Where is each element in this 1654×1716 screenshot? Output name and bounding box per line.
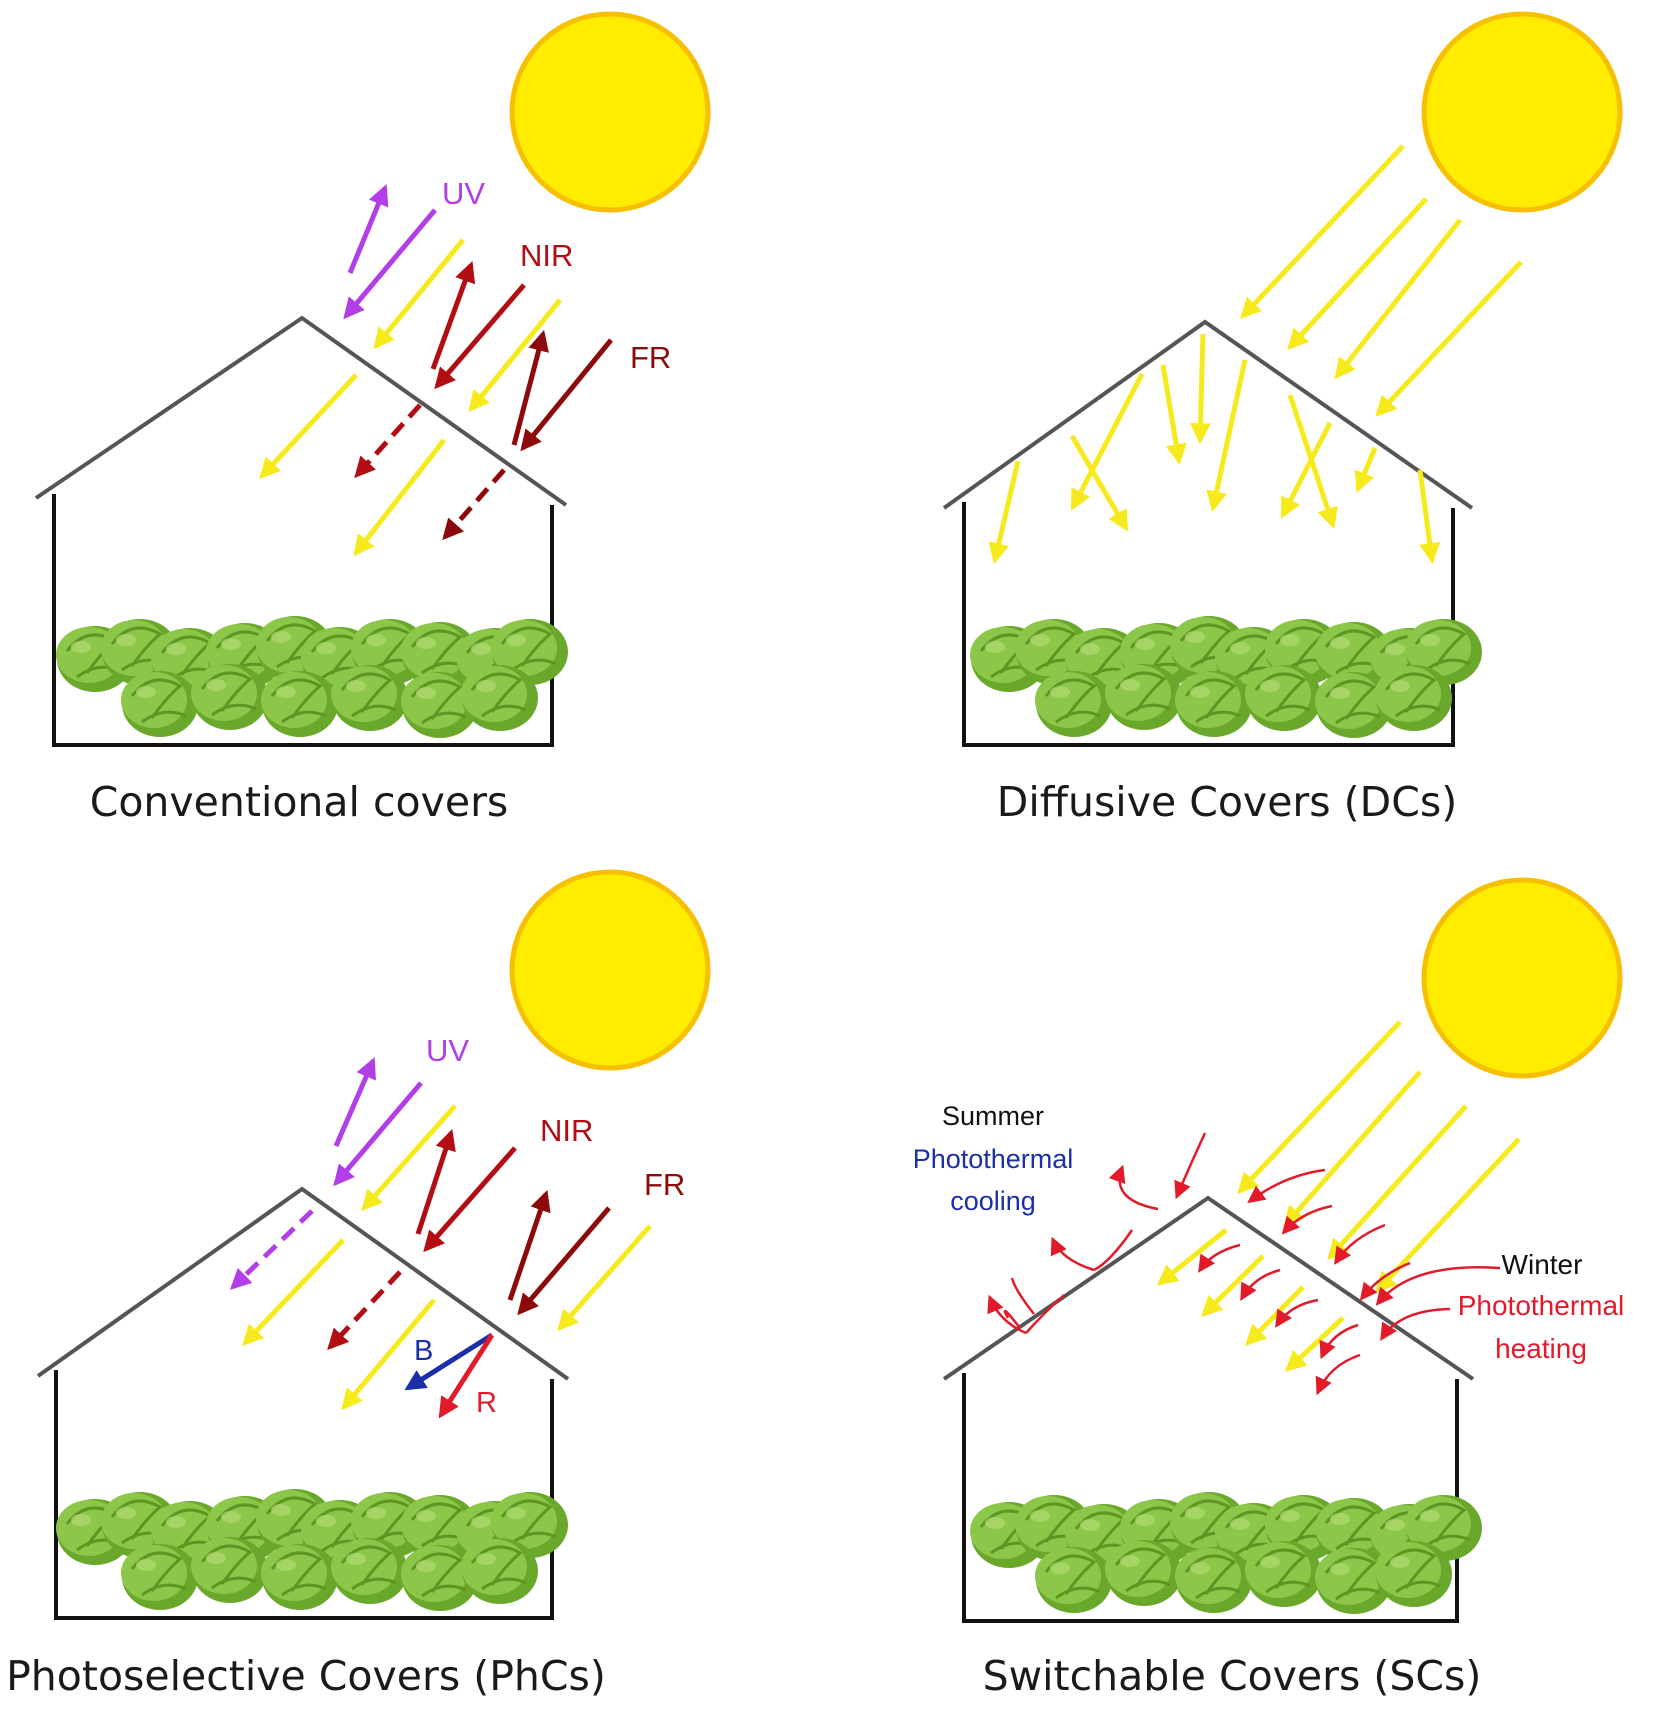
uv-label: UV [442,176,485,211]
summer-effect-label: Photothermal [913,1144,1074,1174]
crop-row [56,616,568,738]
panel-caption: Diffusive Covers (DCs) [997,778,1457,826]
sun-icon [509,11,711,213]
sun-icon [509,869,711,1071]
panel-photoselective: UV NIR FR B R Photoselective Covers (PhC… [6,869,711,1700]
fr-label: FR [630,340,671,375]
crop-row [56,1489,568,1611]
summer-season-label: Summer [942,1101,1044,1131]
light-rays [988,144,1523,565]
fr-label: FR [644,1167,685,1202]
crop-row [970,1492,1482,1614]
uv-label: UV [426,1033,469,1068]
crop-row [970,616,1482,738]
photothermal-arrows [987,1132,1501,1396]
light-rays [1156,1020,1521,1372]
panel-conventional: UV NIR FR Conventional covers [34,11,711,826]
light-rays [259,184,613,557]
red-light-label: R [476,1387,497,1419]
winter-season-label: Winter [1502,1249,1583,1280]
nir-label: NIR [520,238,573,273]
summer-effect-label-2: cooling [950,1186,1036,1216]
panel-caption: Switchable Covers (SCs) [983,1652,1482,1700]
nir-label: NIR [540,1113,593,1148]
winter-effect-label: Photothermal [1458,1290,1625,1321]
blue-light-label: B [414,1335,433,1367]
panel-caption: Photoselective Covers (PhCs) [6,1652,606,1700]
panel-diffusive: Diffusive Covers (DCs) [942,11,1623,826]
panel-caption: Conventional covers [90,778,509,826]
sun-icon [1421,11,1623,213]
greenhouse-outline [34,315,568,747]
winter-effect-label-2: heating [1495,1333,1587,1364]
panel-switchable: Summer Photothermal cooling Winter Photo… [913,877,1625,1700]
sun-icon [1421,877,1623,1079]
light-rays [229,1057,652,1419]
